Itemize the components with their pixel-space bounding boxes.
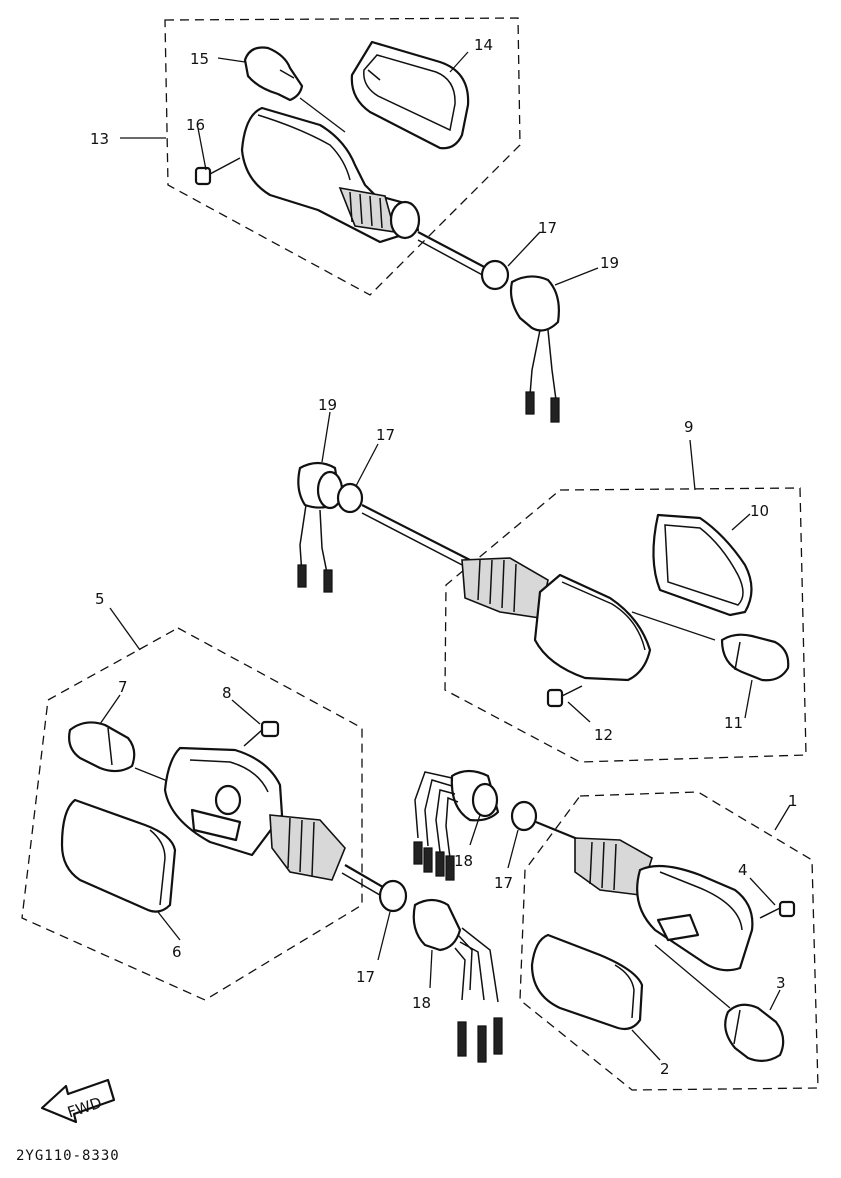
grommet-17-lower-right [510, 800, 538, 832]
cover-18-lower [412, 898, 503, 1063]
callout-labels: 13 15 16 14 17 19 19 17 9 10 11 12 5 7 8… [90, 36, 798, 1078]
fwd-arrow: FWD [40, 1078, 116, 1124]
callout-8: 8 [222, 684, 232, 702]
screw-8 [243, 720, 280, 747]
bulb-7 [68, 721, 136, 773]
bulb-3 [724, 1003, 785, 1062]
callout-10: 10 [750, 502, 769, 520]
callout-17-lower-left: 17 [356, 968, 375, 986]
cable-13 [417, 231, 491, 271]
bulb-11-leader [631, 611, 716, 641]
callout-5: 5 [95, 590, 105, 608]
callout-14: 14 [474, 36, 493, 54]
callout-leaders [99, 51, 791, 1061]
assembly-1-boundary [519, 791, 819, 1091]
grommet-17-top [480, 259, 510, 291]
bulb-11 [720, 633, 790, 682]
callout-18-lower: 18 [412, 994, 431, 1012]
assembly-5-group [21, 627, 389, 1001]
cover-19-top [509, 275, 560, 332]
callout-17-top: 17 [538, 219, 557, 237]
callout-19-middle: 19 [318, 396, 337, 414]
assembly-9-group [297, 461, 807, 763]
housing-13 [240, 106, 421, 244]
callout-3: 3 [776, 974, 786, 992]
screw-4 [759, 900, 796, 919]
diagram-code: 2YG110-8330 [16, 1148, 120, 1164]
callout-11: 11 [724, 714, 743, 732]
assembly-1-group [413, 769, 819, 1091]
callout-16: 16 [186, 116, 205, 134]
assembly-13-group [164, 17, 560, 423]
callout-19-top: 19 [600, 254, 619, 272]
callout-18-upper: 18 [454, 852, 473, 870]
callout-2: 2 [660, 1060, 670, 1078]
housing-1 [574, 837, 754, 972]
callout-4: 4 [738, 861, 748, 879]
housing-5 [163, 746, 346, 881]
callout-13: 13 [90, 130, 109, 148]
callout-6: 6 [172, 943, 182, 961]
grommet-17-lower-left [378, 879, 408, 913]
callout-1: 1 [788, 792, 798, 810]
bulb-15 [243, 46, 304, 102]
lens-6 [60, 798, 177, 913]
assembly-9-boundary [444, 487, 807, 763]
callout-17-middle: 17 [376, 426, 395, 444]
screw-16 [194, 157, 241, 186]
callout-17-lower-right: 17 [494, 874, 513, 892]
grommet-17-middle [336, 482, 364, 514]
lens-14 [350, 40, 470, 150]
lens-2 [530, 933, 644, 1031]
callout-7: 7 [118, 678, 128, 696]
assembly-13-boundary [164, 17, 521, 296]
lens-10 [652, 513, 753, 617]
screw-12 [546, 685, 583, 708]
housing-9 [461, 557, 652, 682]
callout-12: 12 [594, 726, 613, 744]
callout-9: 9 [684, 418, 694, 436]
callout-15: 15 [190, 50, 209, 68]
bulb-3-leader [654, 944, 731, 1009]
bulb-15-leader [299, 97, 346, 133]
